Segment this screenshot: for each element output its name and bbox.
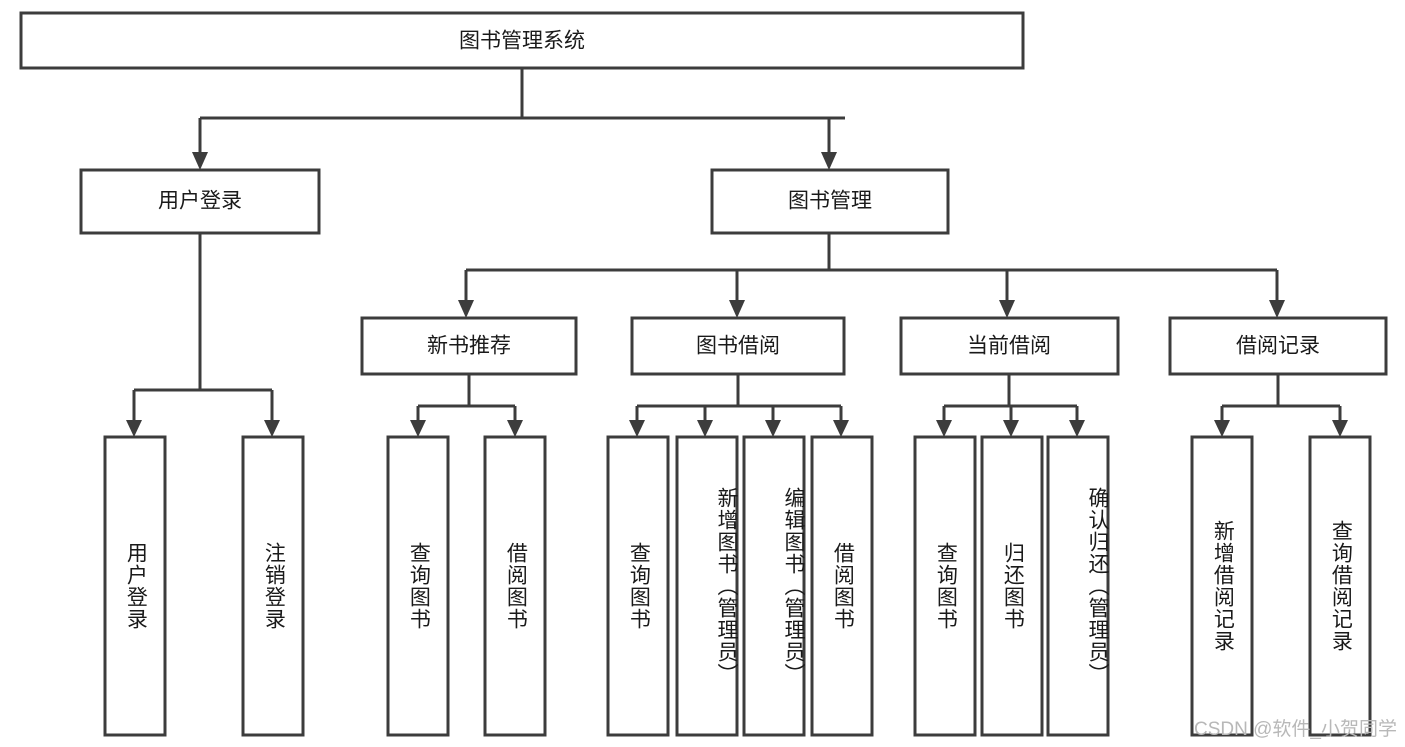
node-box-user-login[interactable] — [79, 168, 321, 235]
connector-root-to-level2 — [192, 68, 845, 170]
arrow-head-icon — [821, 152, 837, 170]
node-label-current-borrow: 当前借阅 — [967, 335, 1051, 358]
leaf-box-borrow-books-rec[interactable] — [483, 435, 547, 737]
arrow-head-icon — [1214, 420, 1230, 437]
connector-records-to-leaves — [1214, 374, 1348, 437]
leaf-box-add-borrow-record[interactable] — [1190, 435, 1254, 737]
node-label-root: 图书管理系统 — [459, 30, 585, 53]
arrow-head-icon — [999, 300, 1015, 318]
arrow-head-icon — [458, 300, 474, 318]
leaf-box-add-book-admin[interactable] — [675, 435, 739, 737]
node-box-root[interactable] — [19, 11, 1025, 70]
leaf-box-query-books-current[interactable] — [913, 435, 977, 737]
arrow-head-icon — [697, 420, 713, 437]
arrow-head-icon — [192, 152, 208, 170]
leaf-box-query-borrow-record[interactable] — [1308, 435, 1372, 737]
node-label-user-login: 用户登录 — [158, 190, 242, 213]
arrow-head-icon — [126, 420, 142, 437]
node-label-book-management: 图书管理 — [788, 190, 872, 213]
arrow-head-icon — [264, 420, 280, 437]
arrow-head-icon — [765, 420, 781, 437]
connector-newbook-to-leaves — [410, 374, 523, 437]
connector-borrow-to-leaves — [629, 374, 849, 437]
connector-login-to-leaves — [126, 233, 280, 437]
arrow-head-icon — [1332, 420, 1348, 437]
arrow-head-icon — [629, 420, 645, 437]
watermark-text: CSDN @软件_小贺同学 — [1194, 719, 1397, 740]
leaf-box-logout[interactable] — [241, 435, 305, 737]
leaf-box-user-login[interactable] — [103, 435, 167, 737]
node-label-book-borrow: 图书借阅 — [696, 335, 780, 358]
arrow-head-icon — [936, 420, 952, 437]
node-box-borrow-records[interactable] — [1168, 316, 1388, 376]
arrow-head-icon — [729, 300, 745, 318]
node-label-new-book-recommend: 新书推荐 — [427, 335, 511, 358]
node-box-new-book-recommend[interactable] — [360, 316, 578, 376]
node-label-borrow-records: 借阅记录 — [1236, 335, 1320, 358]
connector-current-to-leaves — [936, 374, 1085, 437]
arrow-head-icon — [1269, 300, 1285, 318]
arrow-head-icon — [833, 420, 849, 437]
node-box-current-borrow[interactable] — [899, 316, 1120, 376]
arrow-head-icon — [1069, 420, 1085, 437]
node-box-book-borrow[interactable] — [630, 316, 846, 376]
leaf-box-borrow-book[interactable] — [810, 435, 874, 737]
arrow-head-icon — [1003, 420, 1019, 437]
leaf-box-query-books-rec[interactable] — [386, 435, 450, 737]
leaf-box-edit-book-admin[interactable] — [742, 435, 806, 737]
arrow-head-icon — [507, 420, 523, 437]
leaf-box-query-books-borrow[interactable] — [606, 435, 670, 737]
leaf-box-return-book[interactable] — [980, 435, 1044, 737]
connector-booking-to-level3 — [458, 233, 1285, 318]
arrow-head-icon — [410, 420, 426, 437]
node-box-book-management[interactable] — [710, 168, 950, 235]
leaf-box-confirm-return-admin[interactable] — [1046, 435, 1110, 737]
